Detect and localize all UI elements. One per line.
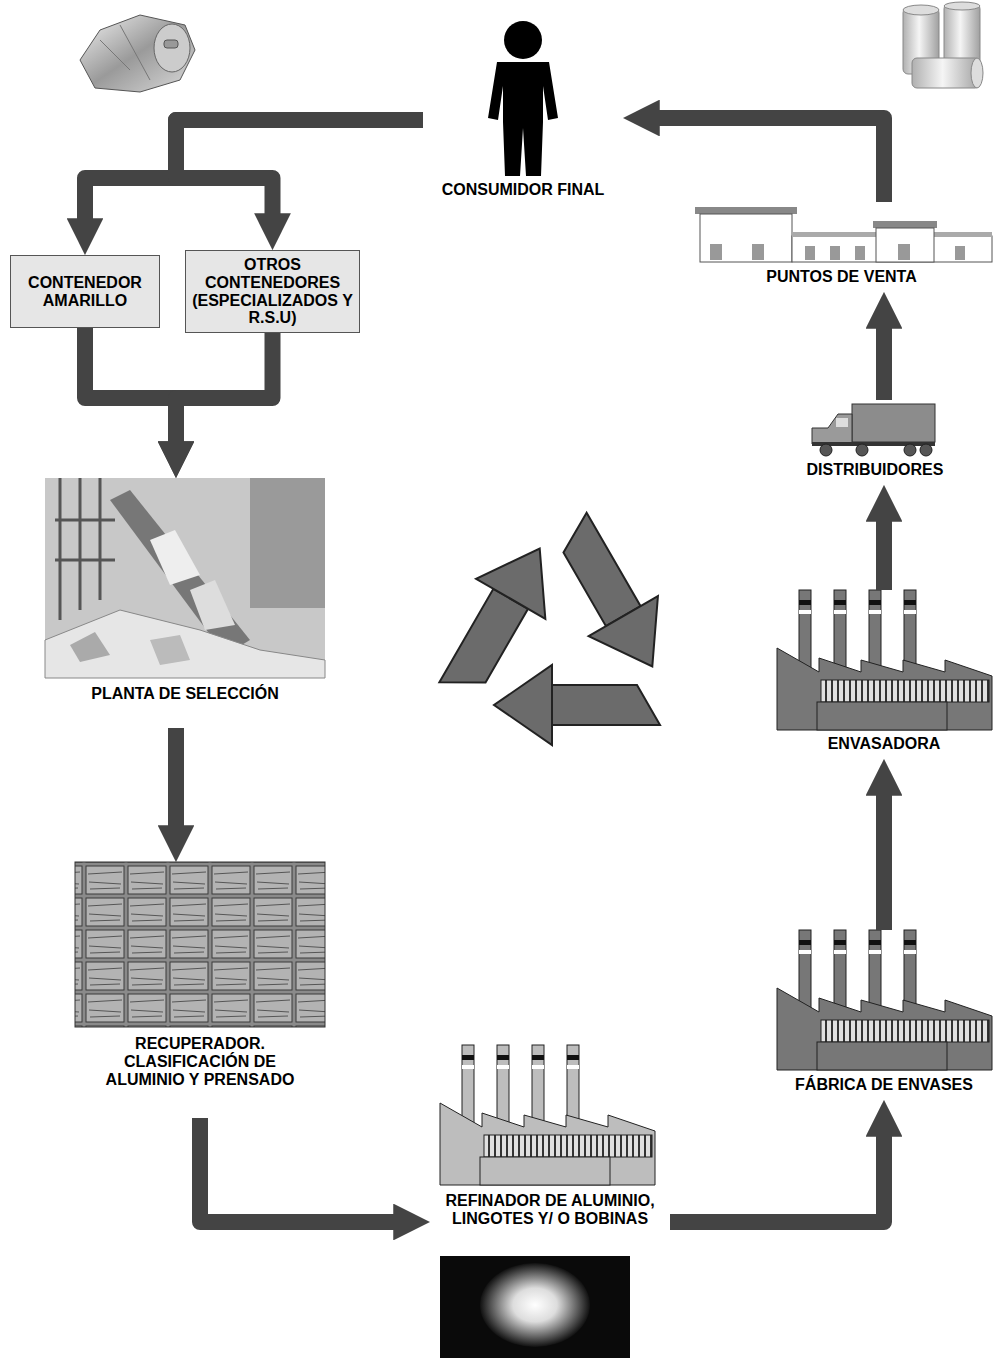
recycling-symbol: [494, 665, 660, 745]
shop-building: [695, 207, 992, 262]
flow-arrow: [876, 781, 892, 930]
flow-arrow: [85, 120, 423, 233]
shop-building: [700, 214, 792, 262]
sorting-plant-photo: [150, 635, 190, 665]
aluminium-cans: [903, 2, 983, 88]
aluminium-cans: [903, 5, 939, 15]
flow-arrow: [670, 1122, 884, 1222]
node-label: FÁBRICA DE ENVASES: [775, 1076, 993, 1094]
flow-arrow: [176, 120, 423, 228]
truck-icon: [856, 444, 868, 456]
aluminium-bales-photo: [75, 862, 325, 1027]
truck-icon: [820, 444, 832, 456]
person-icon: [488, 62, 558, 176]
person-icon: [504, 21, 542, 59]
truck-icon: [812, 414, 852, 444]
truck-icon: [812, 404, 935, 456]
stage-node: CONSUMIDOR FINAL: [423, 18, 623, 205]
truck-icon: [836, 418, 848, 427]
stage-node: ENVASADORA: [775, 590, 993, 759]
factory-icons: [440, 1045, 655, 1185]
shop-building: [752, 244, 764, 260]
stage-node: RECUPERADOR. CLASIFICACIÓN DE ALUMINIO Y…: [40, 862, 360, 1118]
factory-icons: [440, 590, 992, 1185]
flow-arrow: [876, 507, 892, 590]
crushed-can: [164, 40, 178, 48]
furnace-photo: [480, 1263, 590, 1347]
aluminium-cans: [912, 58, 980, 88]
shop-building: [873, 221, 937, 228]
crushed-can: [154, 24, 190, 72]
crushed-can: [80, 15, 195, 92]
person-icon: [488, 21, 558, 176]
shop-building: [955, 246, 965, 260]
aluminium-bales-photo: [75, 862, 325, 1027]
sorting-plant-photo: [55, 478, 115, 620]
sorting-plant-photo: [250, 478, 325, 608]
stage-node: DISTRIBUIDORES: [785, 400, 965, 485]
sorting-plant-photo: [45, 610, 325, 678]
stage-node: REFINADOR DE ALUMINIO, LINGOTES Y/ O BOB…: [430, 1048, 670, 1254]
flow-arrow: [85, 328, 176, 456]
truck-icon: [904, 444, 916, 456]
shop-building: [830, 246, 840, 260]
recycling-symbol: [422, 529, 574, 713]
flow-arrow: [200, 1118, 408, 1222]
shop-building: [855, 246, 865, 260]
flow-arrow: [176, 333, 273, 456]
sorting-plant-photo: [45, 478, 325, 678]
stage-node: PUNTOS DE VENTA: [690, 202, 993, 292]
recycling-symbol: [535, 503, 687, 687]
truck-icon: [920, 444, 932, 456]
sorting-plant-photo: [190, 580, 235, 630]
flow-arrow: [168, 728, 184, 840]
node-label: PLANTA DE SELECCIÓN: [45, 685, 325, 703]
furnace-photo: [440, 1256, 630, 1358]
node-label: CONTENEDOR AMARILLO: [15, 274, 155, 310]
connectors: [85, 118, 884, 1222]
flow-arrow: [876, 314, 892, 400]
shop-building: [876, 228, 934, 262]
sorting-plant-photo: [70, 632, 110, 662]
sorting-plant-photo: [150, 530, 200, 585]
container-box: OTROS CONTENEDORES (ESPECIALIZADOS Y R.S…: [185, 250, 360, 333]
node-label: RECUPERADOR. CLASIFICACIÓN DE ALUMINIO Y…: [105, 1035, 295, 1089]
container-box: CONTENEDOR AMARILLO: [10, 255, 160, 328]
truck-icon: [852, 404, 935, 442]
factory-icons: [777, 590, 992, 730]
shop-building: [805, 246, 815, 260]
crushed-can: [100, 25, 150, 80]
shop-building: [710, 244, 722, 260]
node-label: CONSUMIDOR FINAL: [423, 181, 623, 199]
stage-node: PLANTA DE SELECCIÓN: [45, 478, 325, 728]
node-label: DISTRIBUIDORES: [785, 461, 965, 479]
aluminium-cans: [971, 58, 983, 88]
node-label: ENVASADORA: [775, 735, 993, 753]
factory-icons: [777, 930, 992, 1070]
aluminium-cans: [944, 2, 980, 10]
shop-building: [695, 207, 797, 214]
flow-arrow: [645, 118, 884, 202]
recycling-symbol: [422, 503, 687, 745]
stage-node: FÁBRICA DE ENVASES: [775, 930, 993, 1100]
node-label: PUNTOS DE VENTA: [690, 268, 993, 286]
crushed-can: [80, 15, 195, 92]
furnace-photo: [440, 1256, 630, 1358]
node-label: OTROS CONTENEDORES (ESPECIALIZADOS Y R.S…: [190, 256, 355, 328]
sorting-plant-photo: [45, 478, 325, 678]
node-label: REFINADOR DE ALUMINIO, LINGOTES Y/ O BOB…: [434, 1192, 666, 1228]
shop-building: [898, 244, 910, 260]
